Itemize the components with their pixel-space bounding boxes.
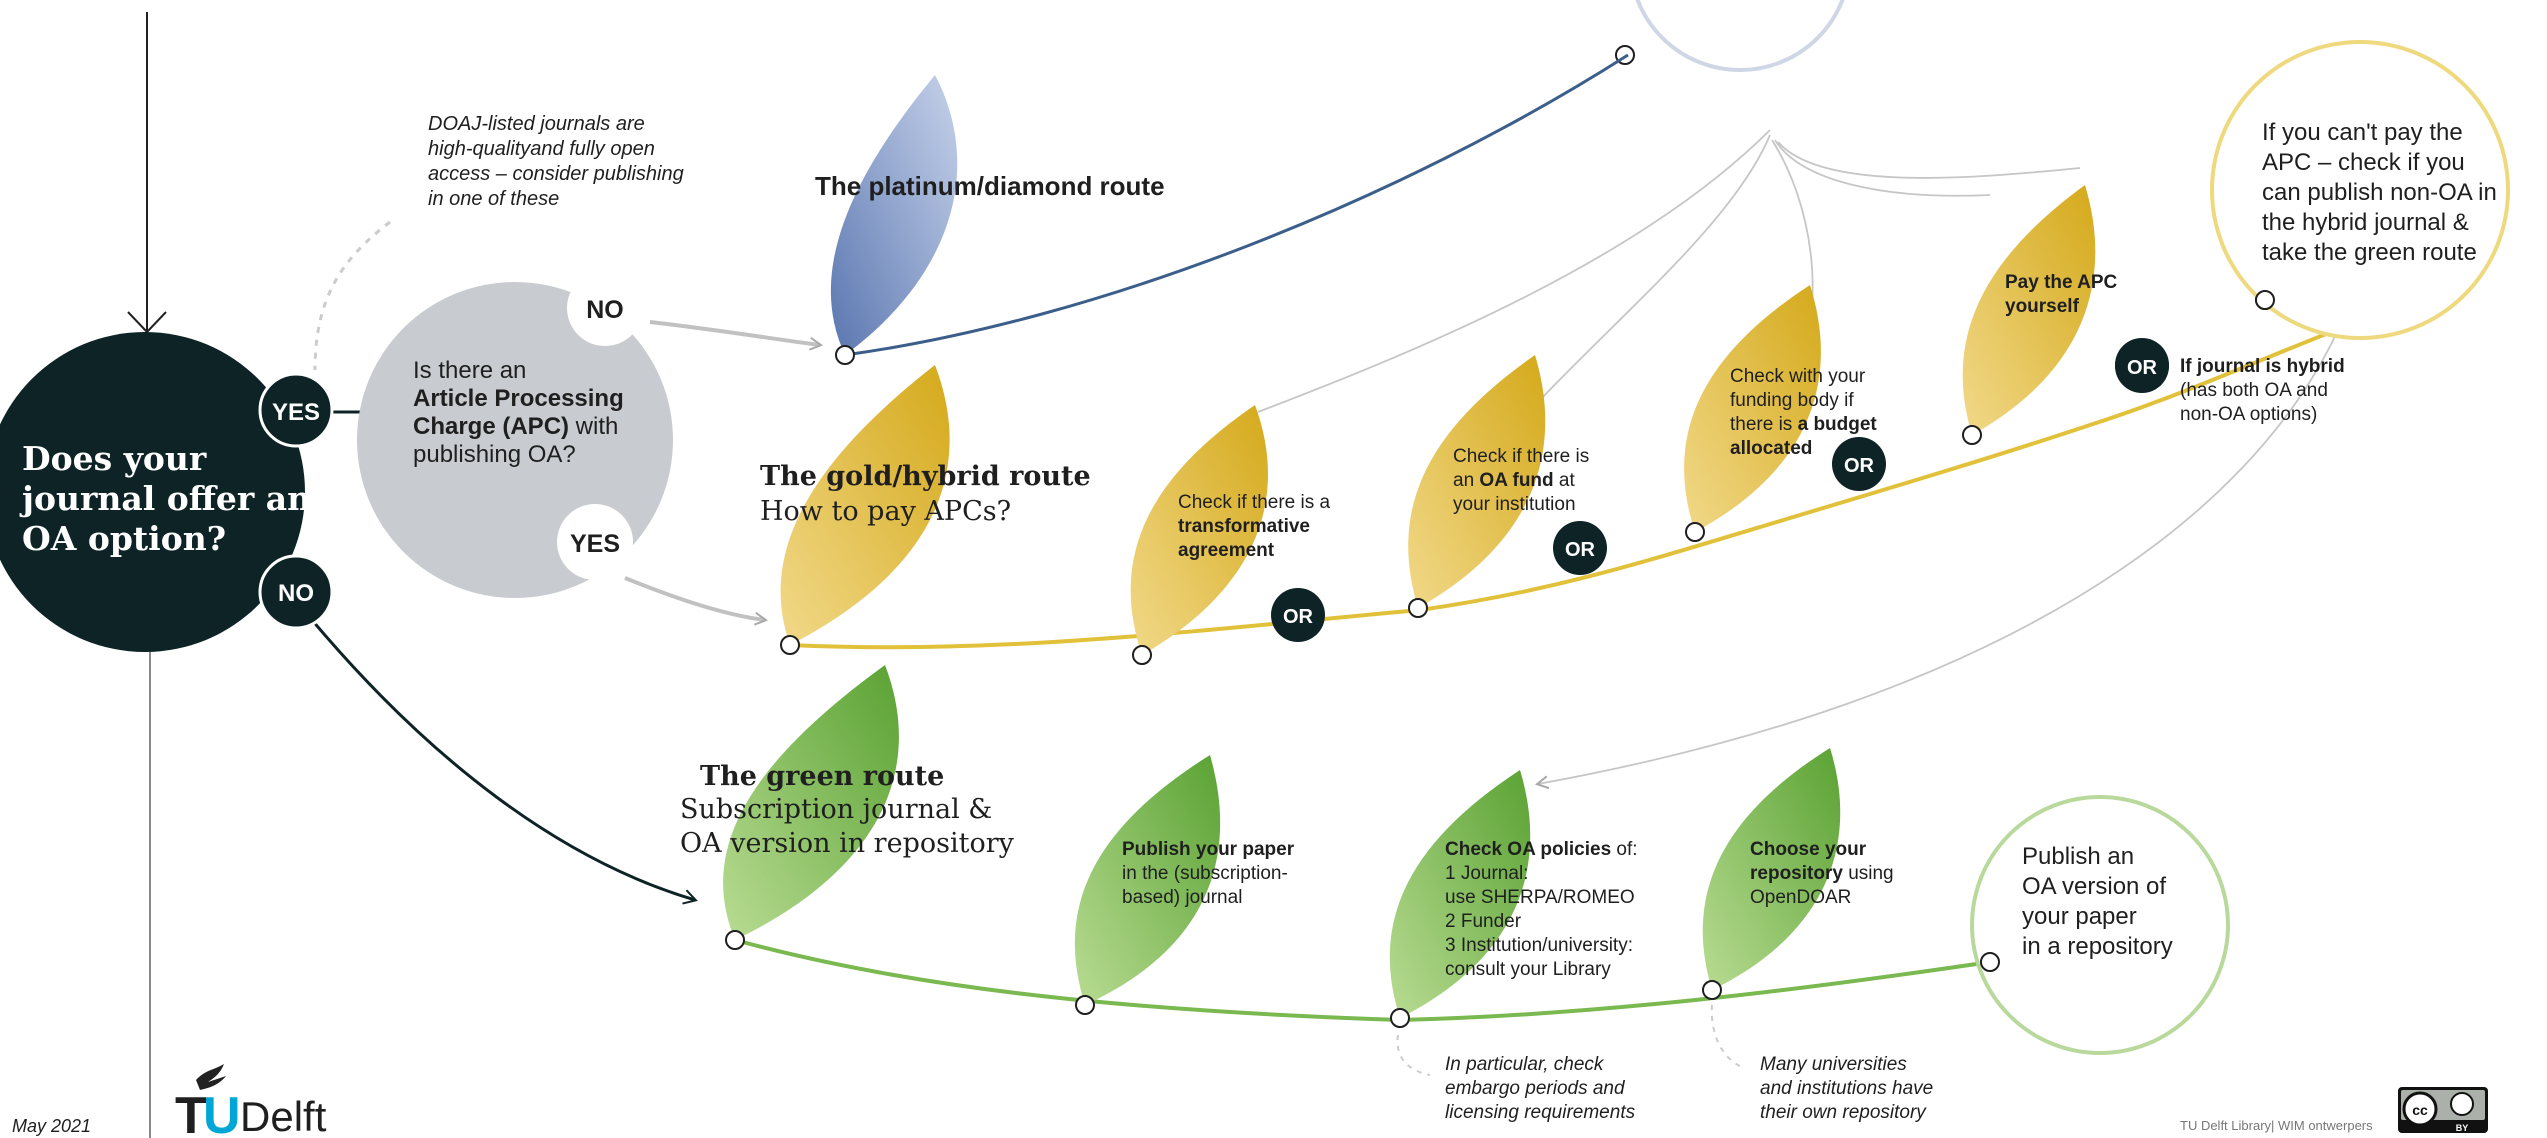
svg-text:BY: BY (2456, 1123, 2469, 1133)
flame-icon (196, 1064, 226, 1090)
gold-leaf-transformative (1130, 405, 1269, 655)
svg-text:NO: NO (586, 296, 624, 324)
gold-step-pay-apc: Pay the APC yourself (2005, 272, 2123, 317)
embargo-note: In particular, check embargo periods and… (1445, 1054, 1636, 1123)
cant-pay-text: If you can't pay the APC – check if you … (2262, 119, 2504, 266)
platinum-leaf (830, 75, 958, 355)
doaj-note: DOAJ-listed journals are high-qualityand… (428, 113, 689, 210)
start-question-text: Does your journal offer an OA option? (19, 439, 323, 558)
green-step-publish: Publish your paper in the (subscription-… (1122, 839, 1299, 908)
no-to-green-arrow (310, 619, 698, 905)
cant-pay-node (2255, 290, 2275, 310)
gold-leaf-pay (1962, 185, 2096, 435)
final-repository-text: Publish an OA version of your paper in a… (2022, 843, 2173, 960)
apc-yes-badge: YES (557, 504, 633, 580)
cc-by-license-badge: cc BY (2398, 1087, 2488, 1133)
svg-text:U: U (203, 1087, 241, 1138)
apc-no-arrow (649, 320, 820, 345)
gold-leaf-main (780, 365, 950, 645)
no-badge: NO (258, 554, 334, 630)
svg-text:YES: YES (272, 399, 320, 426)
svg-text:NO: NO (278, 580, 314, 607)
cant-pay-circle (2210, 40, 2510, 340)
final-repository-circle (1970, 795, 2230, 1055)
doaj-dashed-connector (313, 220, 391, 371)
gold-step-transformative: Check if there is a transformative agree… (1178, 492, 1335, 561)
or-badge-3: OR (1832, 437, 1886, 491)
footer-credit: TU Delft Library| WIM ontwerpers (2180, 1118, 2373, 1133)
green-step-repository: Choose your repository using OpenDOAR (1750, 839, 1899, 908)
gold-step-funding-body: Check with your funding body if there is… (1730, 366, 1882, 459)
gold-route-title: The gold/hybrid route (760, 461, 1091, 492)
apc-question-text: Is there an Article Processing Charge (A… (413, 357, 630, 468)
cc-icon (2402, 1091, 2438, 1127)
apc-yes-arrow (624, 576, 765, 620)
svg-text:Delft: Delft (240, 1093, 327, 1138)
svg-text:OR: OR (2127, 357, 2158, 379)
top-outcome-circle (1635, 0, 1845, 72)
final-repository-node (1980, 952, 2000, 972)
platinum-route-line (844, 53, 1629, 357)
green-route-title: The green route (700, 761, 944, 792)
start-question-circle (0, 332, 305, 652)
gold-route-subtitle: How to pay APCs? (760, 496, 1011, 527)
gold-leaf-oa-fund (1408, 355, 1546, 608)
svg-text:OR: OR (1844, 455, 1875, 477)
or-badge-2: OR (1553, 521, 1607, 575)
svg-text:OR: OR (1565, 539, 1596, 561)
or-badge-5: OR (2115, 339, 2169, 393)
or-badge-1: OR (1271, 588, 1325, 642)
svg-text:cc: cc (2412, 1102, 2428, 1118)
tu-delft-logo: T U Delft (175, 1064, 327, 1138)
green-leaf-repository (1702, 748, 1841, 990)
green-step-policies: Check OA policies of: 1 Journal: use SHE… (1445, 839, 1643, 980)
repo-note-connector (1710, 1004, 1746, 1069)
svg-text:OR: OR (1283, 606, 1314, 628)
apc-no-badge: NO (567, 270, 643, 346)
gold-leaf-funding (1684, 285, 1821, 532)
gold-step-oa-fund: Check if there is an OA fund at your ins… (1453, 446, 1595, 515)
svg-text:T: T (175, 1087, 207, 1138)
svg-text:YES: YES (570, 530, 620, 558)
gold-route-line (789, 298, 2419, 650)
green-route-line (734, 938, 1991, 1023)
by-person-icon (2450, 1092, 2474, 1116)
green-route-subtitle: Subscription journal & OA version in rep… (680, 794, 1015, 859)
green-leaf-publish (1074, 755, 1221, 1005)
gold-step-hybrid: If journal is hybrid (has both OA and no… (2180, 356, 2350, 425)
top-entry-arrowhead (127, 311, 167, 334)
platinum-route-title: The platinum/diamond route (815, 171, 1165, 201)
footer-date: May 2021 (12, 1116, 91, 1136)
embargo-note-connector (1396, 1034, 1431, 1076)
repo-note: Many universities and institutions have … (1760, 1054, 1939, 1123)
yes-badge: YES (258, 372, 334, 448)
green-leaf-main (723, 665, 899, 940)
green-leaf-policies (1389, 770, 1531, 1018)
